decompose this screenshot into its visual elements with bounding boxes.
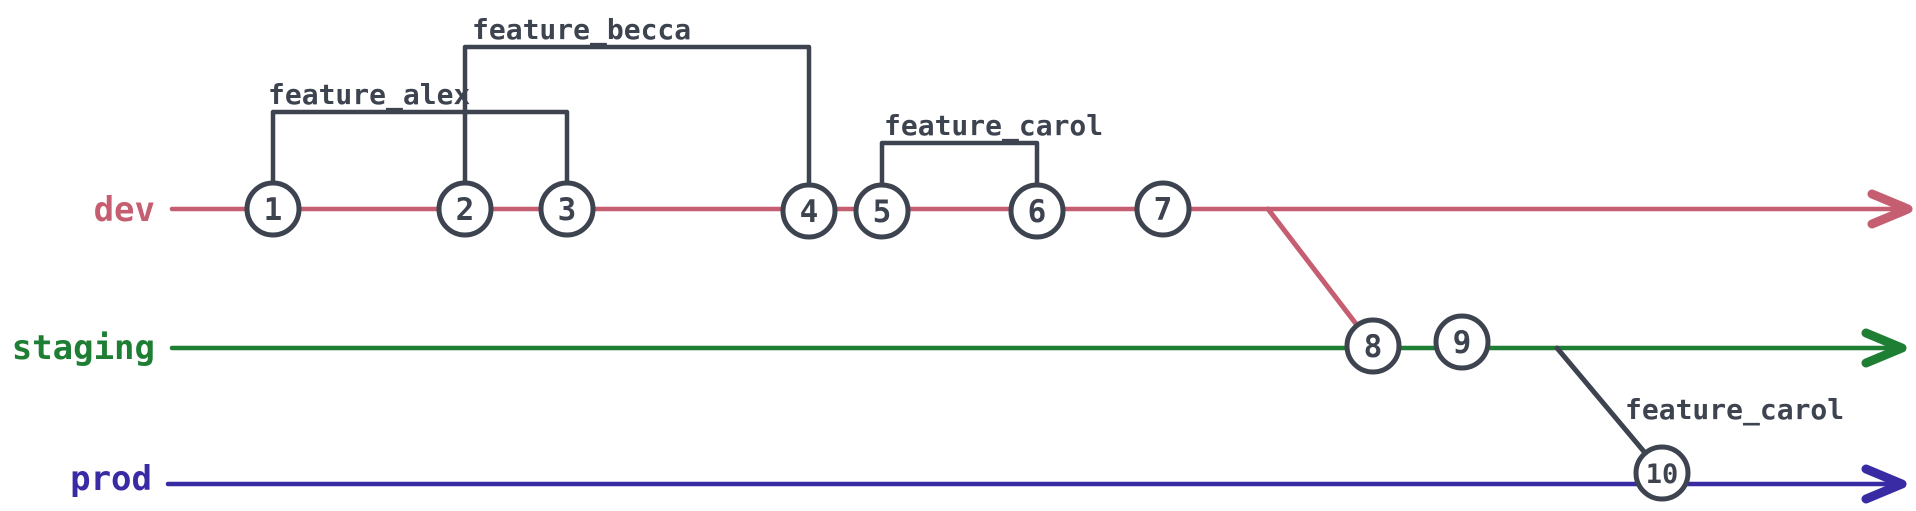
- commit-node-1: [244, 180, 302, 238]
- commit-node-9: [1433, 313, 1491, 371]
- commit-label-3: 3: [558, 192, 577, 228]
- feature-label-feature_carol: feature_carol: [884, 109, 1103, 142]
- commit-label-6: 6: [1028, 194, 1047, 230]
- commit-label-5: 5: [873, 194, 892, 230]
- commit-label-1: 1: [264, 192, 283, 228]
- commit-label-2: 2: [456, 192, 475, 228]
- branch-label-prod: prod: [70, 459, 152, 499]
- commit-node-3: [538, 180, 596, 238]
- arrowhead-dev-icon: [1867, 189, 1913, 229]
- commit-label-4: 4: [800, 194, 819, 230]
- branch-label-dev: dev: [94, 190, 155, 230]
- commit-node-8: [1344, 317, 1402, 375]
- commit-node-7: [1134, 180, 1192, 238]
- commit-node-5: [853, 182, 911, 240]
- commit-label-9: 9: [1453, 325, 1472, 361]
- commit-node-2: [436, 180, 494, 238]
- commit-label-7: 7: [1154, 192, 1173, 228]
- feature-bracket-feature_becca: [462, 44, 812, 204]
- merge-label-feature_carol: feature_carol: [1625, 393, 1844, 426]
- commit-node-4: [780, 182, 838, 240]
- merge-link-dev-to-8: [1265, 206, 1376, 349]
- commit-label-8: 8: [1364, 329, 1383, 365]
- feature-label-feature_becca: feature_becca: [472, 13, 691, 46]
- branch-label-staging: staging: [12, 328, 155, 368]
- feature-bracket-feature_alex: [270, 109, 570, 202]
- commit-label-10: 10: [1646, 459, 1679, 490]
- commit-node-10: [1633, 444, 1691, 502]
- feature-label-feature_alex: feature_alex: [268, 78, 470, 111]
- commit-node-6: [1008, 182, 1066, 240]
- feature-bracket-feature_carol: [879, 140, 1040, 204]
- arrowhead-staging-icon: [1861, 328, 1907, 368]
- arrowhead-prod-icon: [1861, 464, 1907, 504]
